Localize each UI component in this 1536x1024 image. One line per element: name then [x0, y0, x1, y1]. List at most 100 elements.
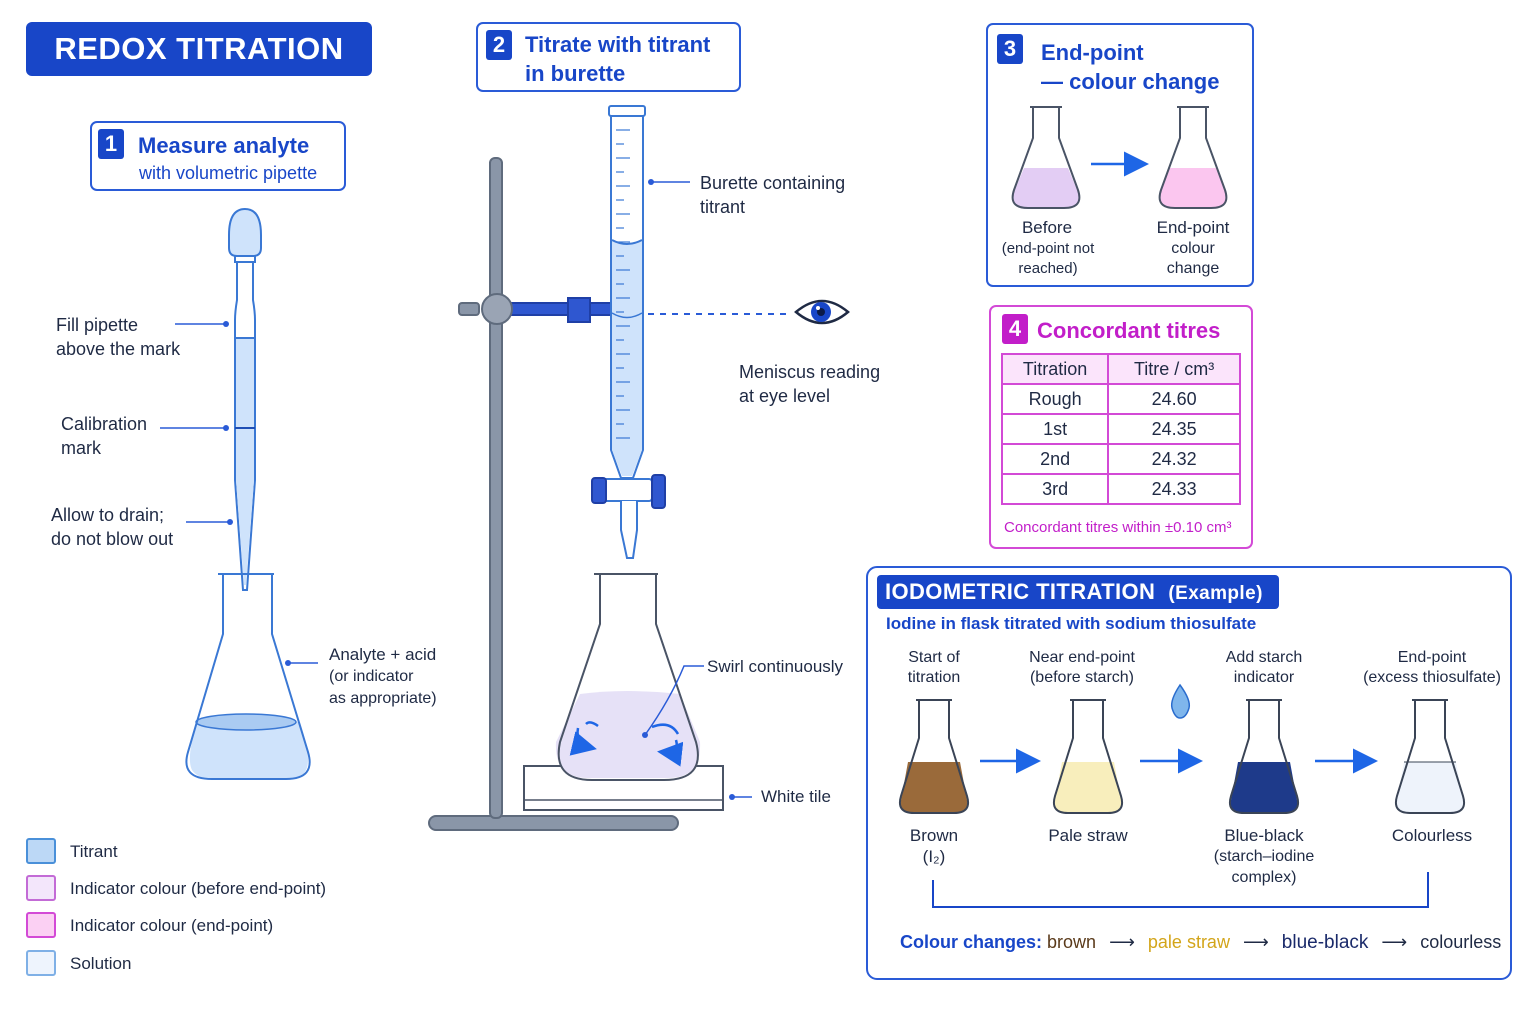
- titration-flask: [523, 573, 752, 811]
- stage3-top-1: Add starch: [1225, 649, 1303, 666]
- row-value: 24.33: [1107, 473, 1241, 505]
- step2-title-2: in burette: [525, 61, 626, 86]
- meniscus-label-2: at eye level: [739, 386, 831, 406]
- iodometric-flask: [1228, 699, 1300, 814]
- table-header-row: Titration Titre / cm³: [1000, 353, 1241, 385]
- colour-changes-label: Colour changes:: [900, 932, 1043, 952]
- analyte-label-1: Analyte + acid: [329, 645, 437, 664]
- meniscus-label-1: Meniscus reading: [739, 362, 881, 382]
- stage1-top-2: titration: [907, 669, 961, 686]
- arrow-1: ⟶: [1109, 932, 1135, 952]
- burette: [591, 105, 790, 559]
- header-titre: Titre / cm³: [1107, 353, 1241, 385]
- legend-swatch-indicator-end: [26, 912, 56, 938]
- burette-label-1: Burette containing: [700, 173, 846, 193]
- step1-subtitle: with volumetric pipette: [139, 163, 318, 183]
- legend-label-titrant: Titrant: [70, 842, 118, 861]
- stage1-bottom-2: (I₂): [922, 847, 946, 866]
- concordant-titres-table: Titration Titre / cm³ Rough 24.60 1st 24…: [1000, 353, 1241, 505]
- stage3-bottom-2: (starch–iodine: [1213, 848, 1315, 865]
- burette-label-2: titrant: [700, 197, 746, 217]
- step2-title-1: Titrate with titrant: [525, 32, 711, 57]
- analyte-label-3: as appropriate): [329, 690, 437, 707]
- iodometric-heading-suffix: (Example): [1168, 583, 1263, 604]
- colour-blue-black: blue-black: [1281, 932, 1369, 953]
- drain-label-2: do not blow out: [51, 529, 174, 549]
- fill-label-1: Fill pipette: [56, 315, 139, 335]
- step4-number: 4: [1002, 314, 1028, 344]
- arrow-2: ⟶: [1242, 932, 1269, 952]
- stage2-top-2: (before starch): [1029, 669, 1135, 686]
- iodometric-flask: [1052, 699, 1124, 814]
- legend-label-indicator-end: Indicator colour (end-point): [70, 916, 274, 935]
- before-label-3: reached): [1018, 260, 1078, 277]
- row-label: 2nd: [1000, 443, 1110, 475]
- step1-number: 1: [98, 129, 124, 159]
- tile-label: White tile: [761, 787, 831, 806]
- stage3-bottom-3: complex): [1231, 869, 1297, 886]
- step4-title: Concordant titres: [1037, 318, 1221, 343]
- step1-box: [90, 121, 346, 191]
- volumetric-pipette: [160, 207, 262, 591]
- calibration-label-1: Calibration: [61, 414, 148, 434]
- stage2-bottom-1: Pale straw: [1048, 826, 1128, 845]
- after-label-2: colour: [1171, 240, 1215, 257]
- legend-swatch-solution: [26, 950, 56, 976]
- page-title: REDOX TITRATION: [26, 22, 372, 76]
- row-value: 24.60: [1107, 383, 1241, 415]
- colour-pale-straw: pale straw: [1147, 932, 1230, 952]
- row-label: 3rd: [1000, 473, 1110, 505]
- analyte-label-2: (or indicator: [329, 668, 414, 685]
- after-label-3: change: [1166, 260, 1220, 277]
- iodometric-flask: [1394, 699, 1466, 814]
- table-row: 3rd 24.33: [1000, 473, 1241, 505]
- colour-brown: brown: [1047, 932, 1097, 952]
- row-label: 1st: [1000, 413, 1110, 445]
- table-row: 2nd 24.32: [1000, 443, 1241, 475]
- stage3-bottom-1: Blue-black: [1224, 826, 1304, 845]
- retort-stand: [428, 157, 679, 831]
- calibration-label-2: mark: [61, 438, 101, 458]
- colour-changes-summary: Colour changes: brown ⟶ pale straw ⟶ blu…: [900, 930, 1501, 955]
- stage4-top-2: (excess thiosulfate): [1363, 669, 1501, 686]
- step3-title-2: — colour change: [1041, 69, 1220, 94]
- legend-swatch-indicator-before: [26, 875, 56, 901]
- endpoint-flask-after: [1158, 106, 1228, 209]
- stage4-top-1: End-point: [1397, 649, 1467, 666]
- row-label: Rough: [1000, 383, 1110, 415]
- analyte-flask: [185, 573, 318, 780]
- stage2-top-1: Near end-point: [1029, 649, 1135, 666]
- step2-number: 2: [486, 30, 512, 60]
- step3-number: 3: [997, 34, 1023, 64]
- before-label-1: Before: [1021, 218, 1073, 237]
- iodometric-flask-row: [898, 699, 1466, 814]
- stage3-top-2: indicator: [1233, 669, 1295, 686]
- row-value: 24.32: [1107, 443, 1241, 475]
- starch-drop-icon: [1170, 683, 1191, 719]
- iodometric-subtitle: Iodine in flask titrated with sodium thi…: [886, 614, 1257, 633]
- stage1-bottom-1: Brown: [909, 826, 959, 845]
- stage1-top-1: Start of: [908, 649, 960, 666]
- concordant-note: Concordant titres within ±0.10 cm³: [1004, 519, 1232, 536]
- swirl-label: Swirl continuously: [707, 657, 844, 676]
- table-row: Rough 24.60: [1000, 383, 1241, 415]
- header-titration: Titration: [1000, 353, 1110, 385]
- fill-label-2: above the mark: [56, 339, 181, 359]
- endpoint-flask-before: [1011, 106, 1081, 209]
- iodometric-heading-text: IODOMETRIC TITRATION: [885, 579, 1156, 604]
- legend-swatch-titrant: [26, 838, 56, 864]
- iodometric-heading: IODOMETRIC TITRATION (Example): [877, 575, 1279, 609]
- colour-bracket: [932, 872, 1429, 908]
- iodometric-flask: [898, 699, 970, 814]
- drain-label-1: Allow to drain;: [51, 505, 165, 525]
- after-label-1: End-point: [1156, 218, 1230, 237]
- eye-icon: [794, 299, 850, 325]
- table-row: 1st 24.35: [1000, 413, 1241, 445]
- step1-title: Measure analyte: [138, 133, 310, 158]
- stage4-bottom-1: Colourless: [1391, 826, 1473, 845]
- step3-title-1: End-point: [1041, 40, 1144, 65]
- row-value: 24.35: [1107, 413, 1241, 445]
- before-label-2: (end-point not: [1001, 240, 1095, 257]
- legend-label-solution: Solution: [70, 954, 132, 973]
